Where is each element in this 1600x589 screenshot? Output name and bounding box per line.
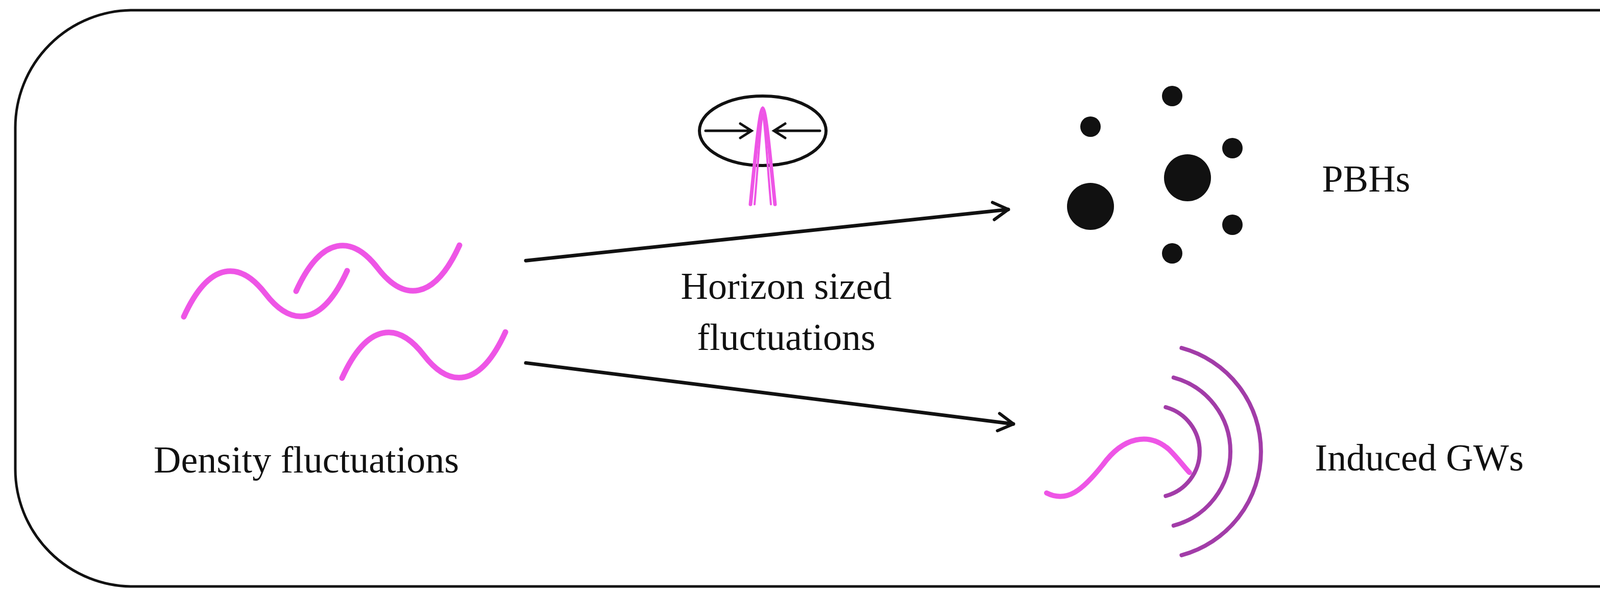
gw-icon (1046, 347, 1262, 555)
density-peak (750, 108, 775, 205)
node-label: Induced GWs (1315, 431, 1524, 483)
wave (342, 331, 506, 378)
connector-arrow (525, 202, 1009, 261)
node-label: Density fluctuations (153, 433, 459, 486)
arrowhead (997, 413, 1014, 431)
node-label: PBHs (1322, 153, 1411, 205)
inward-arrow (773, 123, 820, 138)
inward-arrow (705, 123, 752, 138)
wavefront-arc (1173, 377, 1231, 526)
black-hole-dots (1067, 85, 1243, 264)
diagram-node: Density fluctuations (122, 224, 521, 491)
rounded-frame (15, 10, 1600, 587)
edge-annotation: Horizon sized fluctuations (633, 260, 940, 363)
wavefront-arc (1181, 347, 1261, 555)
pbh-dot (1161, 85, 1183, 107)
pbh-dot (1222, 214, 1243, 235)
connector-line (525, 209, 1009, 261)
pbh-dot (1067, 182, 1114, 230)
density-waves (183, 245, 506, 378)
wave (183, 270, 348, 317)
collapse-icon (699, 95, 827, 205)
pbh-dot (1164, 154, 1211, 202)
diagram-node: Induced GWs (1018, 347, 1550, 562)
density-peak (754, 114, 771, 205)
connector-line (525, 362, 1014, 424)
pbh-dot (1222, 137, 1243, 159)
diagram-node: PBHs (1013, 81, 1463, 276)
pbh-dot (1161, 243, 1183, 264)
arrowhead (992, 202, 1009, 220)
pbh-dot (1080, 116, 1101, 137)
connector-arrow (525, 362, 1014, 431)
gw-wave (1046, 439, 1190, 497)
wave (296, 245, 460, 292)
